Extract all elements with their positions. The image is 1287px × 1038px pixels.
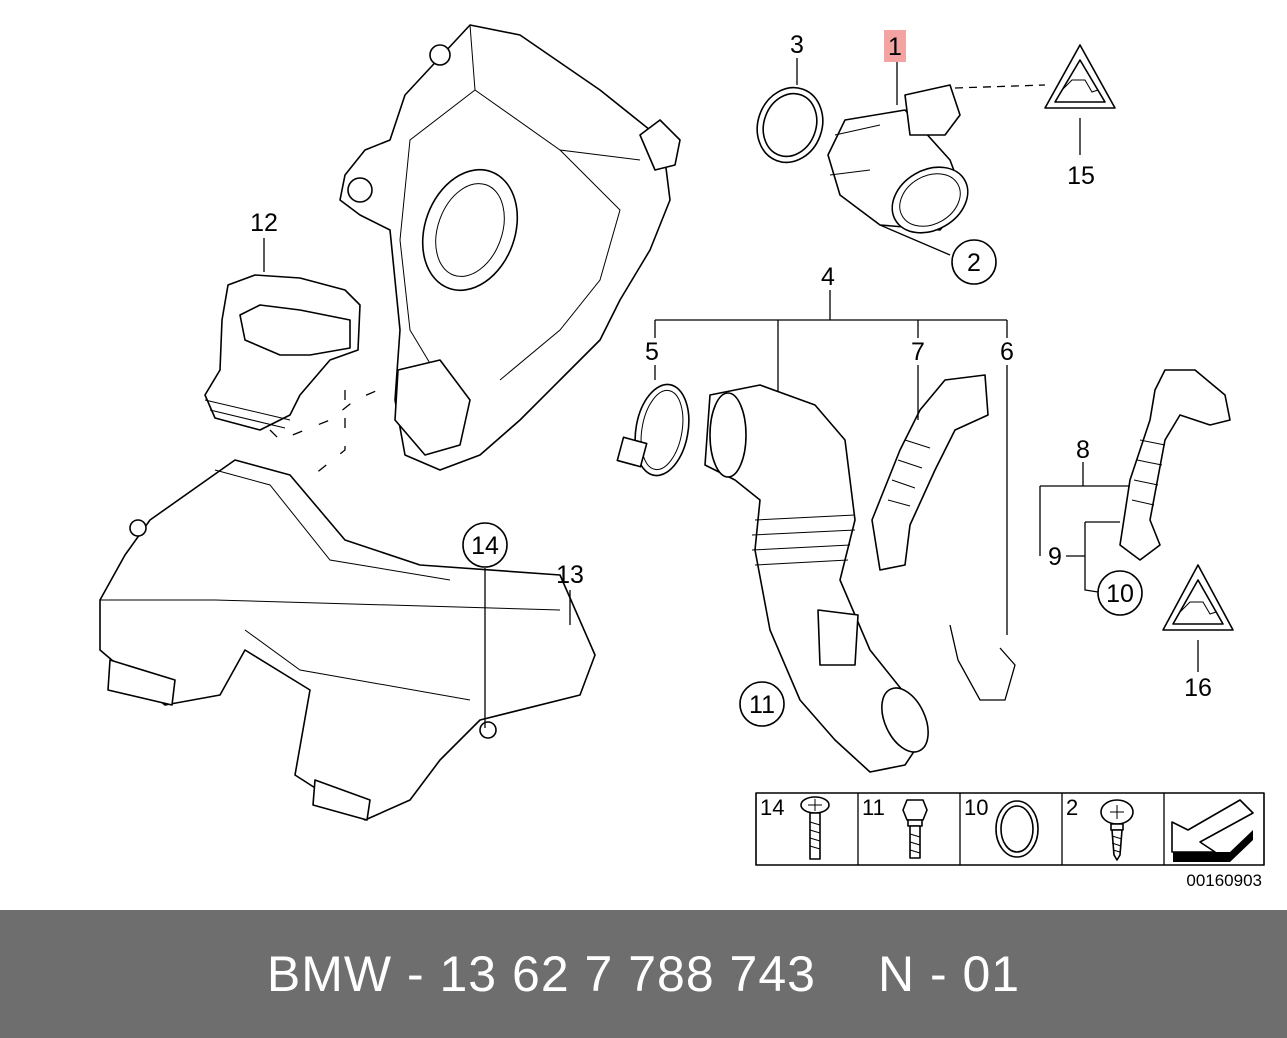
hardware-label-10: 10 [964,795,988,820]
hardware-label-11: 11 [862,795,885,820]
hose-clamp-5 [616,383,690,477]
highlight-marker [884,30,906,62]
warning-label-16-icon [1162,564,1234,631]
part-suffix-text: N - 01 [877,946,1021,1002]
callout-16: 16 [1184,674,1212,702]
vent-hose-8 [1119,369,1231,561]
diagram-canvas: 1 3 15 2 12 4 5 7 6 8 9 10 16 14 13 11 1… [99,24,1265,890]
hardware-label-14: 14 [760,795,784,820]
warning-label-15-icon [1044,44,1116,109]
self-tapping-screw-icon [1100,799,1134,861]
lower-cover-13 [99,459,596,821]
callout-labels: 1 3 15 2 12 4 5 7 6 8 9 10 16 14 13 11 [250,30,1212,727]
o-ring-3 [756,86,824,164]
diagram-number: 00160903 [1186,871,1262,890]
direction-arrow-icon [1171,799,1254,862]
callout-1: 1 [888,33,902,61]
mass-air-flow-sensor-1 [827,84,969,234]
wire-clip-6 [949,624,1016,701]
callout-8: 8 [1076,436,1090,464]
callout-14: 14 [471,532,499,560]
callout-15: 15 [1067,162,1095,190]
callout-5: 5 [645,338,659,366]
leader-lines [263,58,1199,728]
intake-duct-12 [204,274,361,431]
part-number-text: BMW - 13 62 7 788 743 [266,946,816,1002]
air-filter-housing [339,24,681,471]
callout-7: 7 [911,338,925,366]
callout-2: 2 [967,249,981,277]
intake-boot-11 [704,384,929,773]
hardware-label-2: 2 [1066,795,1078,820]
hex-bolt-icon [902,799,928,859]
callout-13: 13 [556,561,584,589]
o-ring-icon [995,800,1039,858]
callout-3: 3 [790,31,804,59]
callout-9: 9 [1048,543,1062,571]
assembly-lines [269,384,391,479]
callout-10: 10 [1106,580,1134,608]
part-number-footer: BMW - 13 62 7 788 743 N - 01 [0,910,1287,1038]
callout-4: 4 [821,263,835,291]
callout-6: 6 [1000,338,1014,366]
parts-diagram: 1 3 15 2 12 4 5 7 6 8 9 10 16 14 13 11 1… [99,24,1265,890]
pan-head-screw-icon [800,796,830,860]
callout-11: 11 [749,691,775,719]
callout-12: 12 [250,209,278,237]
vent-hose-7 [871,374,989,571]
hardware-table: 14 11 10 2 [755,792,1265,866]
